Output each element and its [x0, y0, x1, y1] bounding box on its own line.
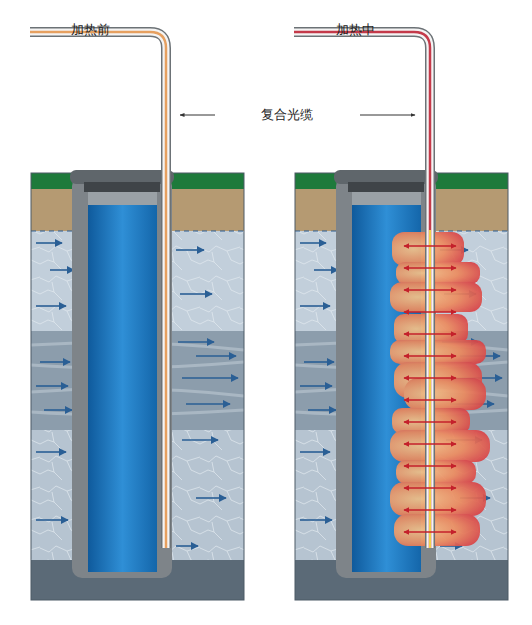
leader-line [360, 115, 415, 116]
leader-line [180, 115, 215, 116]
panel-heading: 加热中 [336, 22, 375, 38]
panel-heading: 加热前 [71, 22, 110, 38]
cable-label: 复合光缆 [261, 107, 313, 123]
